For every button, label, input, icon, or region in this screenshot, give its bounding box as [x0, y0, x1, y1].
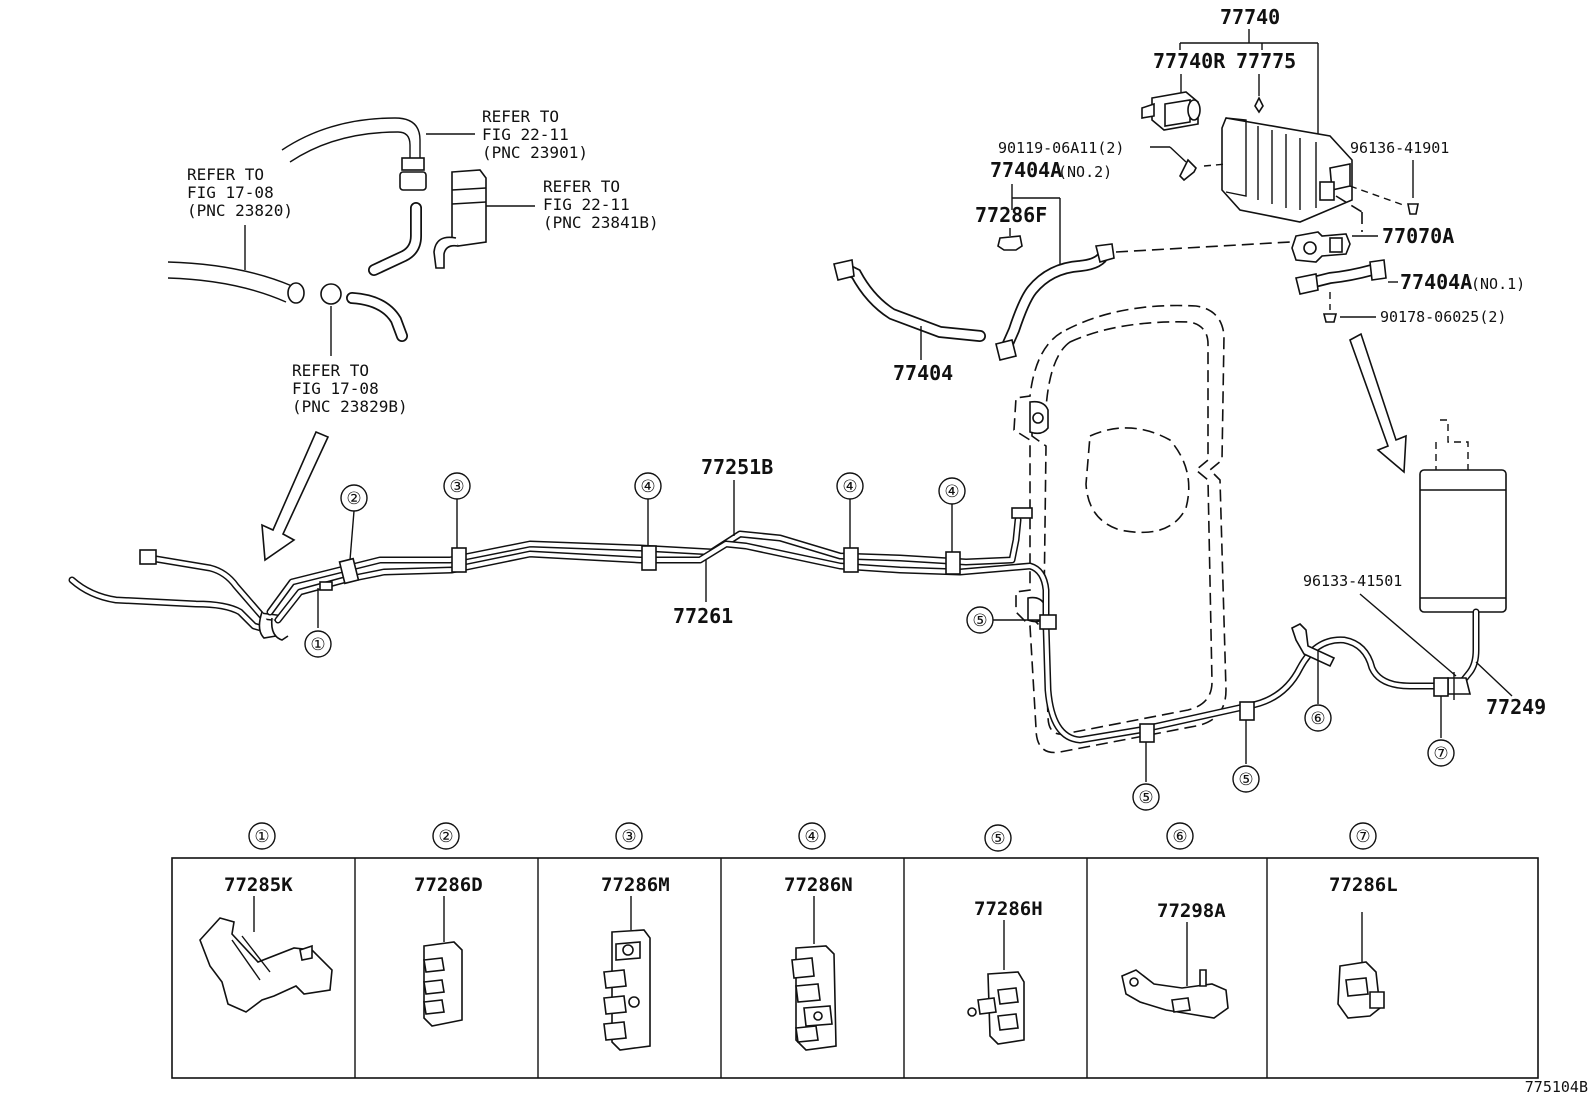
installed-canister-icon [1419, 419, 1507, 686]
label-77775: 77775 [1236, 49, 1296, 73]
table-header-1: ① [254, 827, 269, 847]
ref-17-08-23829b-line1: REFER TO [292, 361, 369, 380]
fuel-pump-opening [1085, 427, 1190, 534]
grommet-icon [1407, 203, 1419, 215]
bracket-77298a-icon [1291, 623, 1336, 668]
label-77740r: 77740R [1153, 49, 1226, 73]
clip-77286d-icon [423, 941, 463, 1027]
ref-22-11-23841b-line3: (PNC 23841B) [543, 213, 659, 232]
clip-77285k-icon [199, 917, 333, 1013]
clip-6-part-number: 77298A [1157, 900, 1226, 922]
table-header-6: ⑥ [1172, 827, 1187, 847]
label-77740: 77740 [1220, 5, 1280, 29]
table-header-4: ④ [804, 827, 819, 847]
clip-77286m-icon [603, 929, 651, 1051]
label-77404a-no1-suffix: (NO.1) [1471, 275, 1525, 293]
label-77249: 77249 [1486, 695, 1546, 719]
callout-5b: ⑤ [1138, 788, 1153, 808]
label-96136-41901: 96136-41901 [1350, 139, 1449, 157]
clip-77286f-icon [997, 235, 1023, 251]
label-90119-06a11: 90119-06A11(2) [998, 139, 1124, 157]
clip-4-part-number: 77286N [784, 874, 853, 896]
charcoal-canister-icon [1221, 117, 1353, 223]
diagram-id: 775104B [1525, 1078, 1588, 1096]
ref-17-08-23829b-line3: (PNC 23829B) [292, 397, 408, 416]
table-header-7: ⑦ [1355, 827, 1370, 847]
clip-77286l-icon [1337, 961, 1385, 1019]
direction-arrow-right-icon [1349, 332, 1407, 474]
ref-17-08-23820-line2: FIG 17-08 [187, 183, 274, 202]
callout-2: ② [346, 489, 361, 509]
ref-22-11-23901-line3: (PNC 23901) [482, 143, 588, 162]
callout-5a: ⑤ [972, 611, 987, 631]
ref-22-11-23901-line2: FIG 22-11 [482, 125, 569, 144]
clip-5-part-number: 77286H [974, 898, 1043, 920]
callout-4a: ④ [640, 477, 655, 497]
clip-77286h-icon [967, 971, 1025, 1045]
direction-arrow-icon [261, 430, 330, 562]
ref-17-08-23829b-line2: FIG 17-08 [292, 379, 379, 398]
callout-3: ③ [449, 477, 464, 497]
label-90178-06025: 90178-06025(2) [1380, 308, 1506, 326]
clip-2-part-number: 77286D [414, 874, 483, 896]
clip-legend-table: ① ② ③ ④ ⑤ ⑥ ⑦ 77285K 77286D 77 [171, 822, 1539, 1079]
callout-markers: ① ② ③ ④ ④ ④ ⑤ ⑤ ⑤ ⑥ [304, 472, 1455, 811]
label-77286f: 77286F [975, 203, 1047, 227]
callout-4b: ④ [842, 477, 857, 497]
table-header-2: ② [438, 827, 453, 847]
label-77251b: 77251B [701, 455, 773, 479]
label-77404: 77404 [893, 361, 953, 385]
hose-77404: 77404 [833, 259, 986, 385]
clip-77286n-icon [791, 945, 837, 1051]
clip-1-part-number: 77285K [224, 874, 293, 896]
table-header-5: ⑤ [990, 829, 1005, 849]
callout-5c: ⑤ [1238, 770, 1253, 790]
upper-left-reference-parts: REFER TO FIG 22-11 (PNC 23901) REFER TO … [167, 107, 659, 562]
vent-valve-icon [1141, 91, 1201, 131]
bolt-icon [1179, 158, 1197, 182]
ref-17-08-23820-line3: (PNC 23820) [187, 201, 293, 220]
callout-6: ⑥ [1310, 709, 1325, 729]
hose-clamp-icon [320, 283, 342, 305]
main-fuel-tubes: 77251B 77261 96133-41501 77249 [68, 455, 1546, 744]
ref-22-11-23901-line1: REFER TO [482, 107, 559, 126]
label-77404a-no2-suffix: (NO.2) [1058, 163, 1112, 181]
label-96133-41501: 96133-41501 [1303, 572, 1402, 590]
nut-icon [1322, 313, 1338, 323]
callout-7: ⑦ [1433, 744, 1448, 764]
label-77070a: 77070A [1382, 224, 1454, 248]
ref-22-11-23841b-line2: FIG 22-11 [543, 195, 630, 214]
label-77404a-no2: 77404A [990, 158, 1062, 182]
ref-22-11-23841b-line1: REFER TO [543, 177, 620, 196]
hose-connector-icon [401, 157, 425, 171]
canister-assembly-area: 77740 77740R 77775 [975, 5, 1525, 686]
clip-77298a-icon [1121, 969, 1229, 1019]
label-77261: 77261 [673, 604, 733, 628]
purge-valve-icon [1291, 231, 1351, 263]
canister-filter-icon [451, 169, 487, 247]
clip-3-part-number: 77286M [601, 874, 670, 896]
callout-4c: ④ [944, 482, 959, 502]
callout-1: ① [310, 635, 325, 655]
fuel-tank-outline [1013, 304, 1227, 754]
ref-17-08-23820-line1: REFER TO [187, 165, 264, 184]
label-77404a-no1: 77404A [1400, 270, 1472, 294]
clip-7-part-number: 77286L [1329, 874, 1398, 896]
table-header-3: ③ [621, 827, 636, 847]
